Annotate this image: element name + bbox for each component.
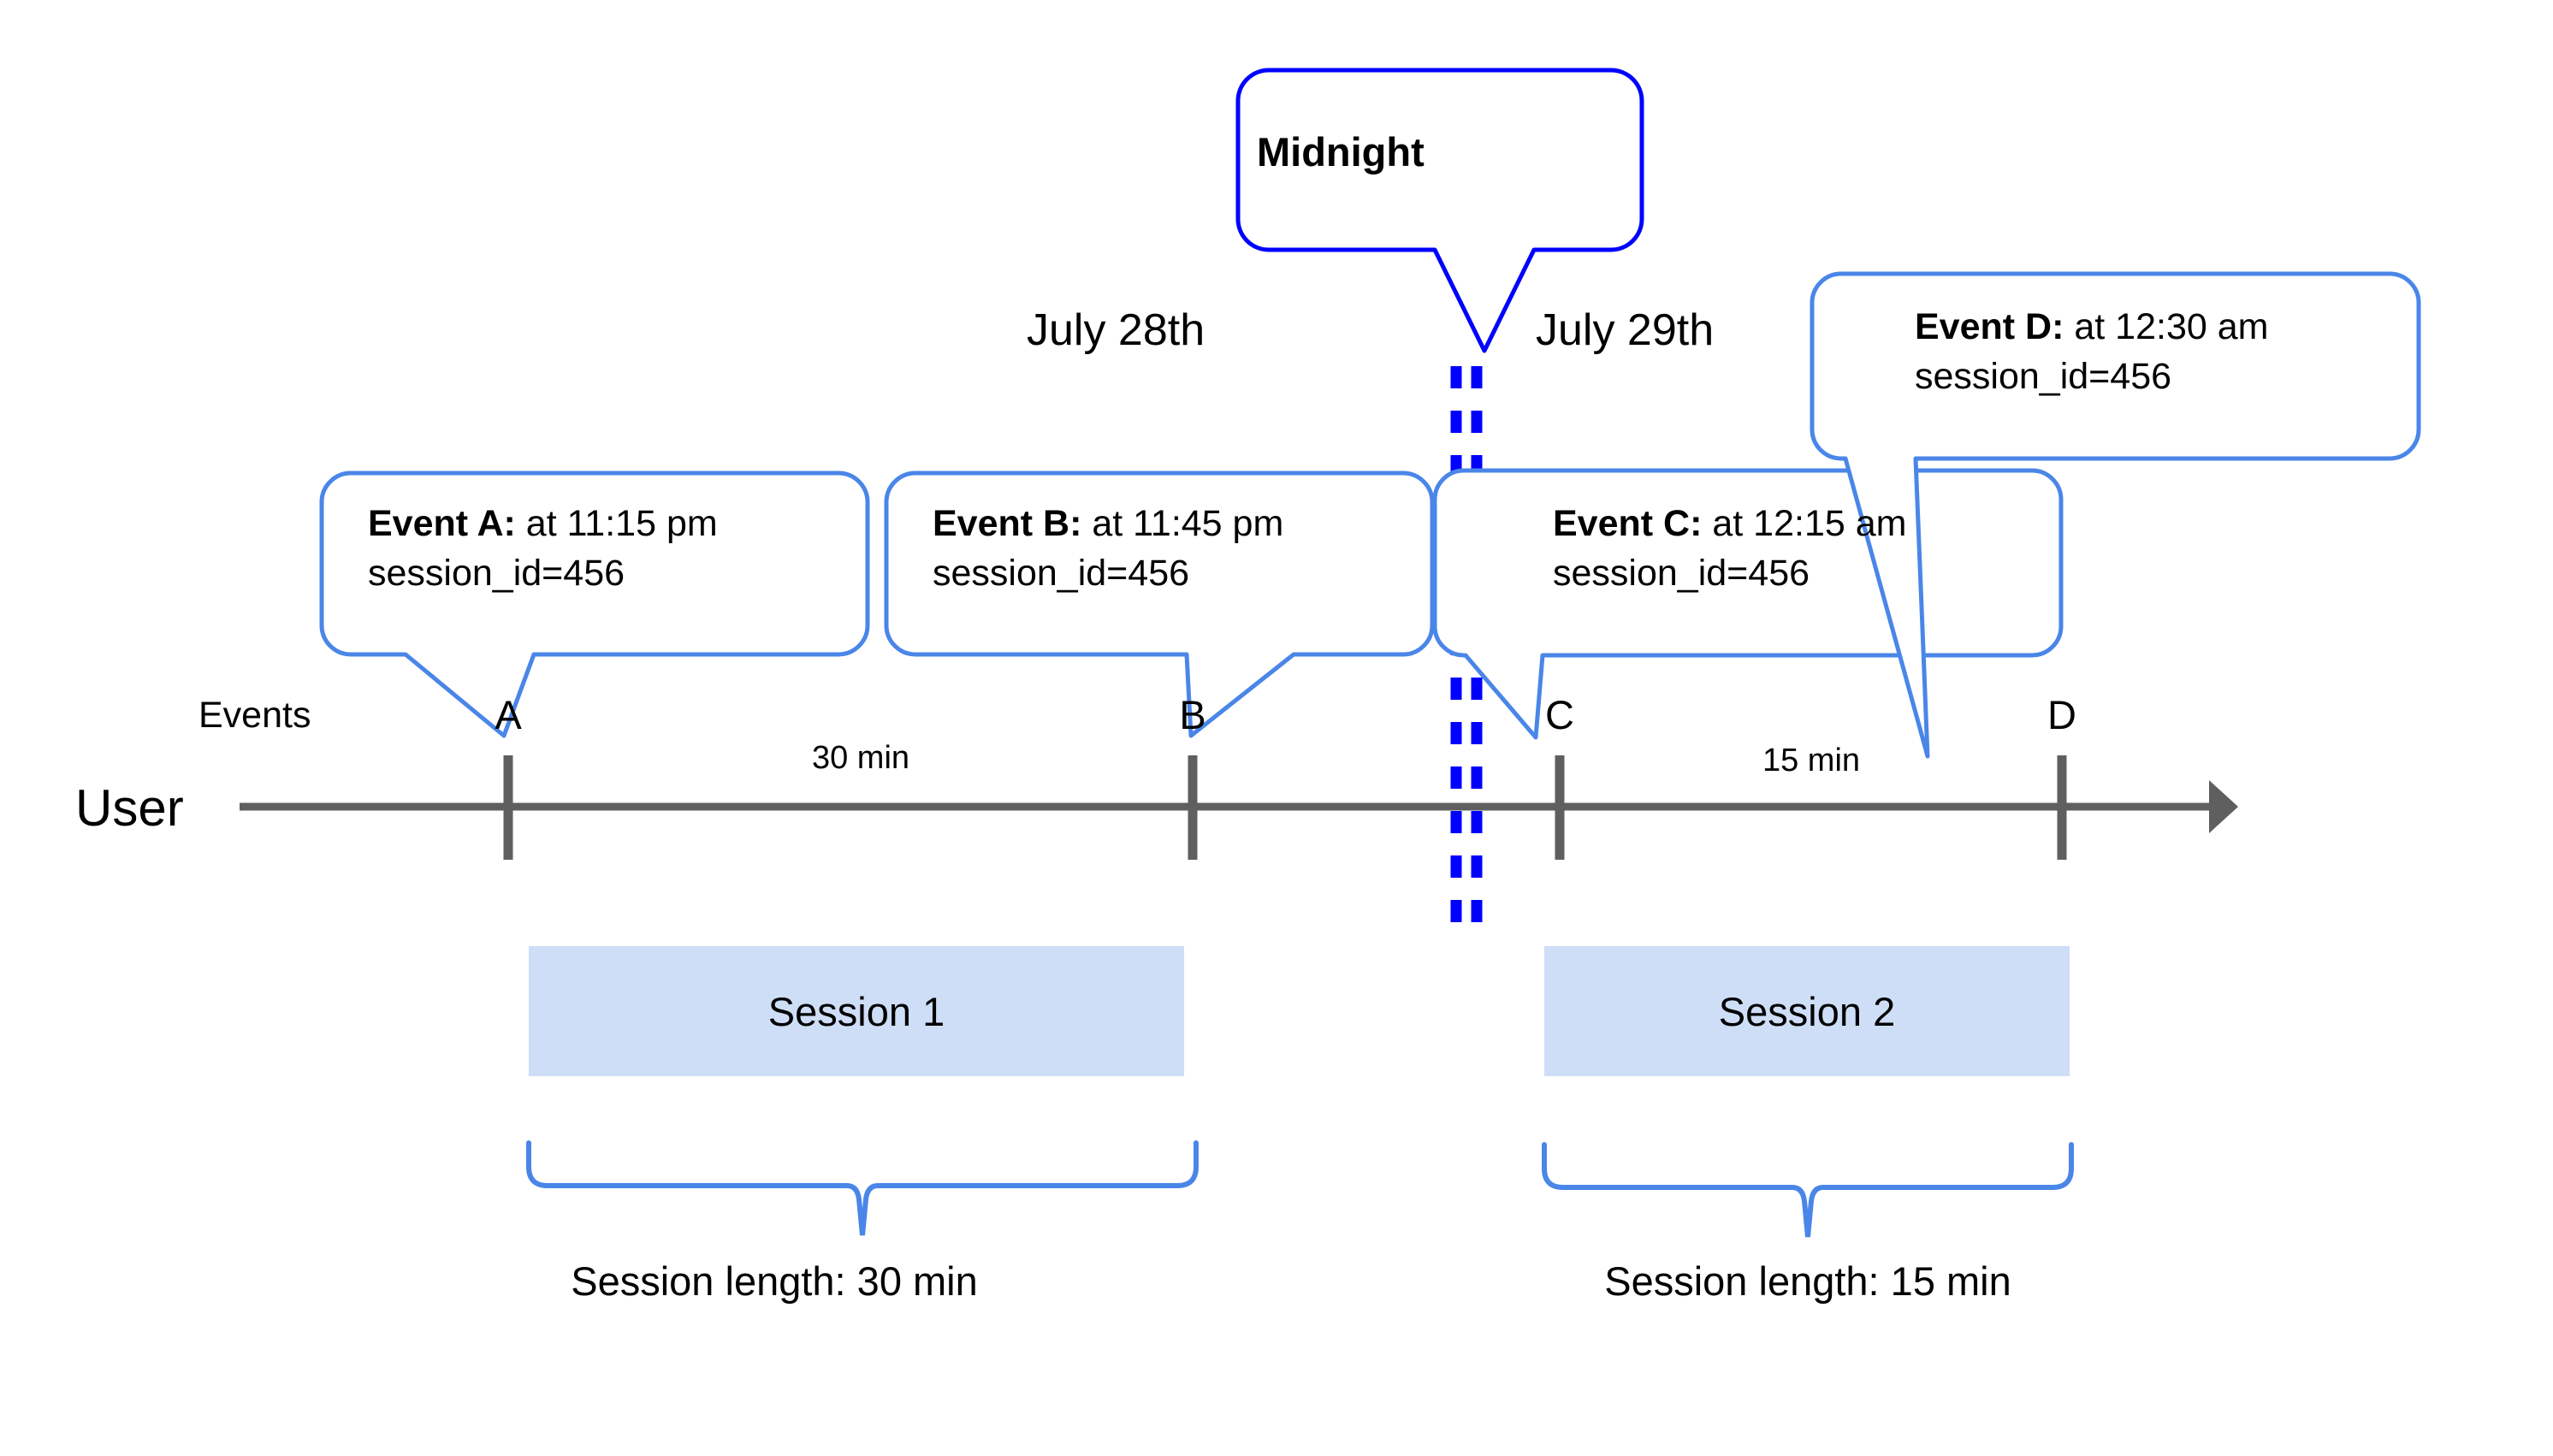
event-d-callout-rest: at 12:30 am [2064, 306, 2269, 347]
midnight-callout-label: Midnight [1257, 129, 1425, 175]
tick-label-c: C [1545, 692, 1574, 737]
date-label-july-28: July 28th [1027, 305, 1205, 355]
events-row-label: Events [198, 695, 311, 736]
event-c-callout-bold: Event C: [1553, 503, 1703, 544]
event-d-callout-text: Event D: at 12:30 am session_id=456 [1915, 302, 2268, 401]
session-1-label: Session 1 [767, 988, 945, 1034]
event-b-callout-line2: session_id=456 [933, 553, 1190, 594]
session-1-brace [526, 1140, 1199, 1236]
event-c-callout-text: Event C: at 12:15 am session_id=456 [1553, 499, 1906, 598]
tick-label-d: D [2047, 692, 2076, 737]
event-a-callout-rest: at 11:15 pm [515, 503, 718, 544]
user-row-label: User [75, 779, 184, 837]
event-a-callout-bold: Event A: [368, 503, 516, 544]
tick-label-b: B [1179, 692, 1206, 737]
session-2-box: Session 2 [1544, 946, 2070, 1076]
date-label-july-29: July 29th [1536, 305, 1715, 355]
event-d-callout-line2: session_id=456 [1915, 356, 2172, 397]
session-2-label: Session 2 [1718, 988, 1896, 1034]
session-1-box: Session 1 [529, 946, 1184, 1076]
timeline-axis [240, 780, 2238, 833]
session-2-brace [1542, 1142, 2074, 1238]
gap-label-a-b: 30 min [811, 740, 910, 776]
session-2-length-label: Session length: 15 min [1604, 1258, 2011, 1304]
tick-label-a: A [495, 692, 522, 737]
event-a-callout-line2: session_id=456 [368, 553, 625, 594]
event-d-callout-bold: Event D: [1915, 306, 2064, 347]
event-b-callout-bold: Event B: [933, 503, 1082, 544]
event-a-callout-text: Event A: at 11:15 pm session_id=456 [368, 499, 718, 598]
timeline-arrow-head [2209, 780, 2238, 833]
gap-label-c-d: 15 min [1762, 743, 1861, 778]
event-b-callout-text: Event B: at 11:45 pm session_id=456 [933, 499, 1283, 598]
session-1-length-label: Session length: 30 min [571, 1258, 978, 1304]
event-c-callout-line2: session_id=456 [1553, 553, 1810, 594]
midnight-dashed-lines [1450, 366, 1483, 928]
event-b-callout-rest: at 11:45 pm [1081, 503, 1284, 544]
event-c-callout-rest: at 12:15 am [1702, 503, 1907, 544]
